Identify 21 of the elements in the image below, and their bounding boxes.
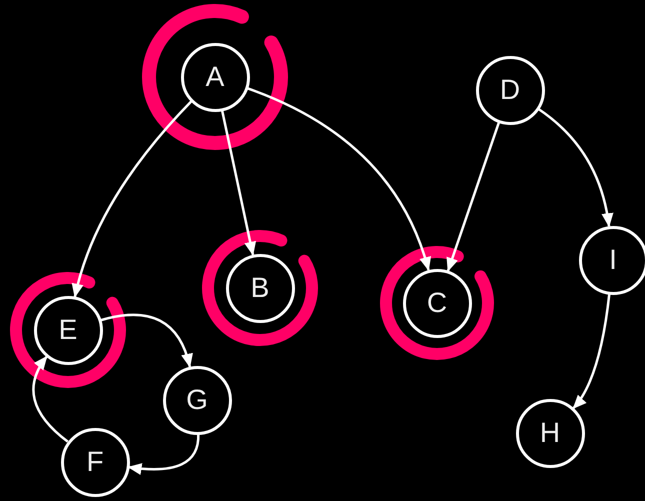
node-label: A xyxy=(206,63,224,91)
node-label: F xyxy=(86,448,104,476)
node-label: B xyxy=(250,274,270,302)
graph-node xyxy=(402,268,472,338)
graph-node xyxy=(226,254,294,322)
arrow xyxy=(572,294,611,410)
node-label: E xyxy=(58,316,78,344)
node-label: I xyxy=(609,246,617,274)
arrow xyxy=(32,356,69,443)
node-label: C xyxy=(426,289,448,317)
arrow xyxy=(128,434,200,475)
node-label: D xyxy=(500,76,520,104)
arrow xyxy=(246,87,430,272)
arrow xyxy=(220,110,256,256)
arrow xyxy=(72,100,192,298)
arrow xyxy=(446,122,500,272)
arrow xyxy=(100,314,192,368)
node-label: H xyxy=(540,419,560,447)
node-label: G xyxy=(186,386,208,414)
arrow xyxy=(538,108,614,228)
graph-node xyxy=(34,296,102,364)
